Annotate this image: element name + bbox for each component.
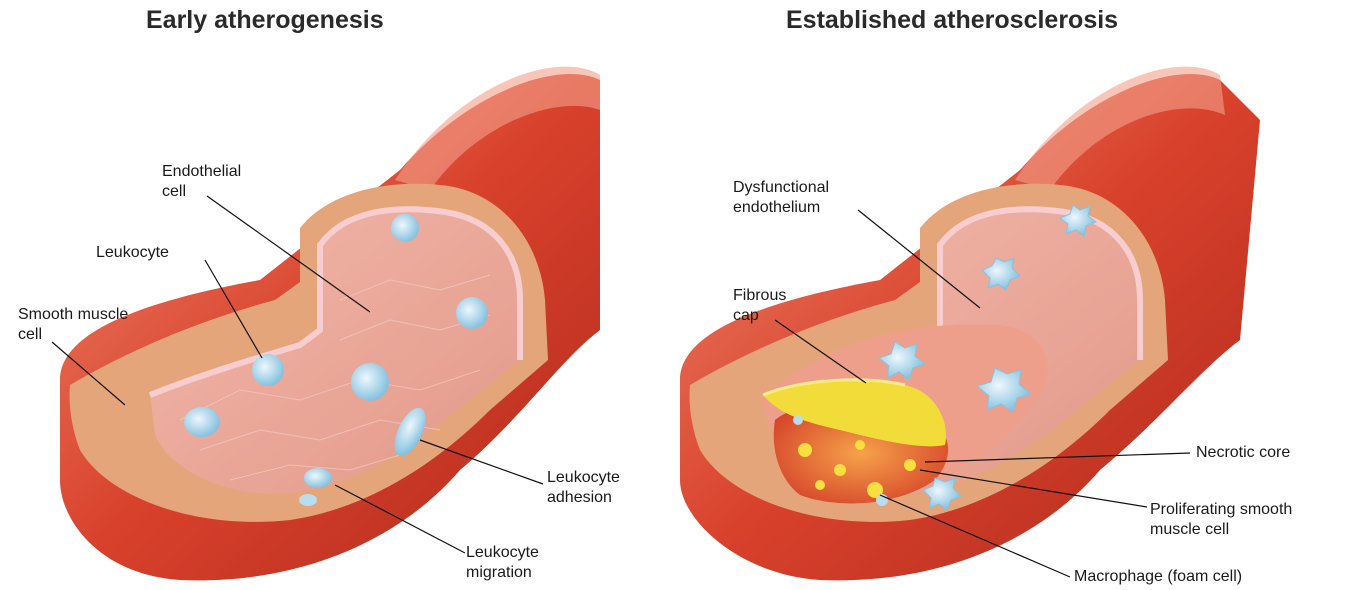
leukocyte-cell [391,214,419,242]
leukocyte-migration-label: Leukocyte migration [466,543,539,583]
leukocyte-label: Leukocyte [96,243,169,263]
macrophage-foam-cell-label: Macrophage (foam cell) [1074,567,1242,587]
dysfunctional-endothelium-label: Dysfunctional endothelium [733,178,829,218]
endothelial-cell-label: Endothelial cell [162,162,241,202]
migrating-leukocyte [304,468,332,488]
necrotic-core-label: Necrotic core [1196,443,1290,463]
leukocyte-cell [351,363,389,401]
leukocyte-cell [184,407,220,437]
leukocyte-cell [456,297,488,329]
leukocyte-cell [252,354,284,386]
early-vessel [52,67,600,581]
smooth-muscle-cell-label: Smooth muscle cell [18,305,128,345]
proliferating-smooth-muscle-cell-label: Proliferating smooth muscle cell [1150,500,1292,540]
fibrous-cap-label: Fibrous cap [733,286,786,326]
leukocyte-adhesion-label: Leukocyte adhesion [547,468,620,508]
